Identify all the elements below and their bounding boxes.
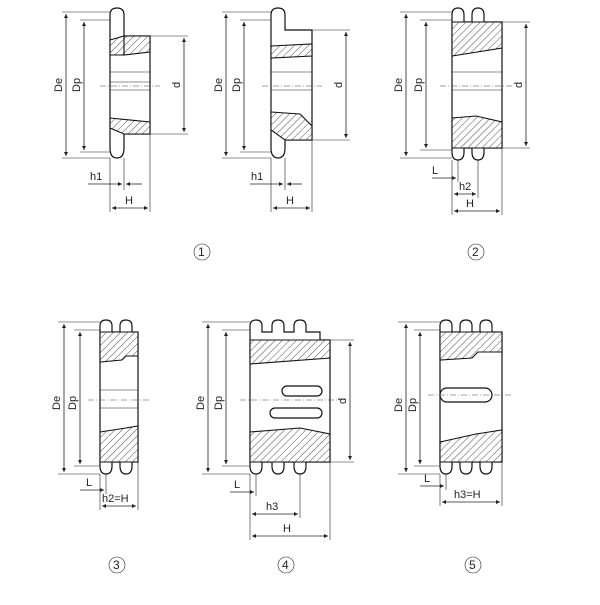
- fig4-number: 4: [282, 558, 289, 572]
- fig3-number: 3: [113, 558, 120, 572]
- fig2-Dp-label: Dp: [413, 78, 425, 92]
- fig1-h1-label: h1: [90, 171, 102, 183]
- fig5-h3eqH-label: h3=H: [454, 489, 481, 501]
- fig1b-Dp-label: Dp: [231, 78, 243, 92]
- fig3-Dp-label: Dp: [67, 396, 79, 410]
- fig2-number: 2: [472, 245, 479, 259]
- fig4-L-label: L: [234, 479, 240, 491]
- figure-2-double-sprocket: De Dp d L h2 H 2: [393, 7, 530, 261]
- fig1-d-label: d: [171, 82, 183, 88]
- fig1-H-label: H: [125, 195, 133, 207]
- figure-3-double-sprocket-plate: De Dp L h2=H 3: [51, 319, 150, 574]
- figure-1b-single-sprocket-with-hub: De Dp d h1 H: [213, 7, 350, 212]
- fig1-number: 1: [198, 245, 205, 259]
- fig2-H-label: H: [466, 198, 474, 210]
- fig2-De-label: De: [393, 78, 405, 92]
- fig2-h2-label: h2: [459, 181, 471, 193]
- fig2-d-label: d: [513, 82, 525, 88]
- fig4-H-label: H: [283, 523, 291, 535]
- figure-5-triple-sprocket-plate: De Dp L h3=H 5: [393, 319, 512, 574]
- fig1-Dp-label: Dp: [71, 78, 83, 92]
- figure-4-triple-sprocket-with-hub: De Dp d L h3 H 4: [195, 319, 354, 574]
- fig5-Dp-label: Dp: [407, 398, 419, 412]
- fig3-h2eqH-label: h2=H: [102, 493, 129, 505]
- fig4-d-label: d: [337, 398, 349, 404]
- fig1b-d-label: d: [333, 82, 345, 88]
- fig3-L-label: L: [86, 477, 92, 489]
- fig4-De-label: De: [195, 396, 207, 410]
- fig1-De-label: De: [53, 78, 65, 92]
- fig1b-De-label: De: [213, 78, 225, 92]
- fig4-Dp-label: Dp: [213, 396, 225, 410]
- fig5-number: 5: [469, 558, 476, 572]
- figure-1-single-sprocket-with-hub: De Dp d h1 H 1: [53, 7, 211, 261]
- fig5-L-label: L: [424, 473, 430, 485]
- fig4-h3-label: h3: [266, 501, 278, 513]
- fig3-De-label: De: [51, 396, 63, 410]
- fig1b-h1-label: h1: [251, 171, 263, 183]
- fig5-De-label: De: [393, 398, 405, 412]
- fig1b-H-label: H: [286, 195, 294, 207]
- fig2-L-label: L: [432, 165, 438, 177]
